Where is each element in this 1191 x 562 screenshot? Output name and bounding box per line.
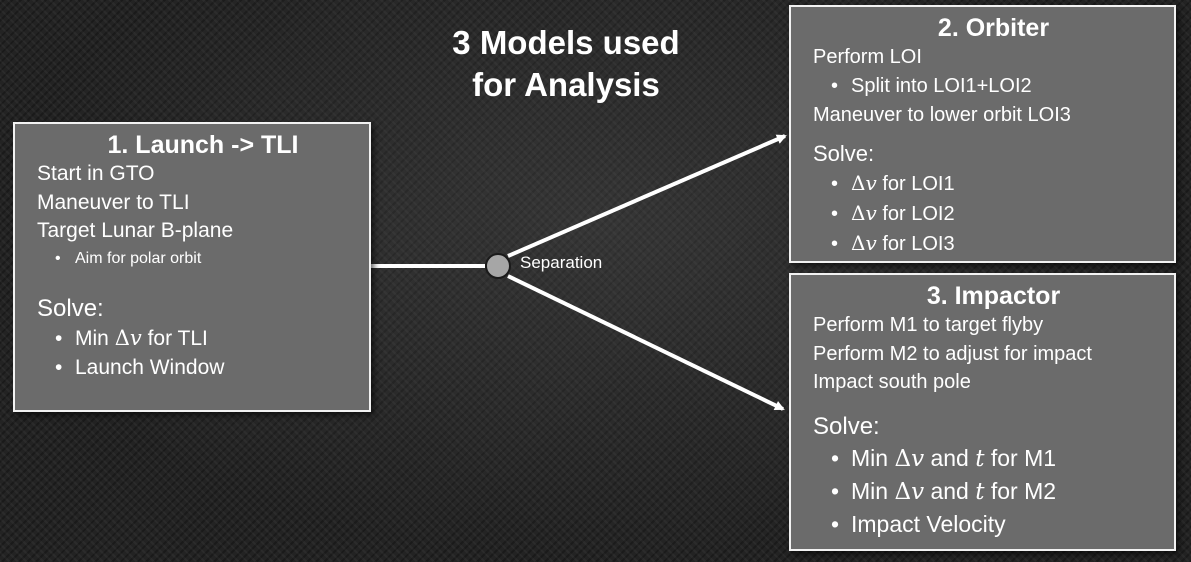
launch-tli-box: 1. Launch -> TLI Start in GTO Maneuver t… <box>13 122 371 412</box>
impactor-line-3: Impact south pole <box>813 371 971 393</box>
launch-solve-item-2: Launch Window <box>37 353 369 382</box>
title-line-1: 3 Models used <box>452 24 680 61</box>
orbiter-heading: 2. Orbiter <box>937 14 1050 42</box>
impactor-line-2: Perform M2 to adjust for impact <box>813 342 1092 365</box>
diagram-title: 3 Models used for Analysis <box>400 22 732 106</box>
impactor-heading: 3. Impactor <box>926 282 1061 310</box>
orbiter-arrow <box>507 134 787 258</box>
impactor-solve-item-2: Min Δv and t for M2 <box>813 475 1174 508</box>
orbiter-solve-label: Solve: <box>813 141 875 166</box>
orbiter-sub-bullet: Split into LOI1+LOI2 <box>813 72 1174 101</box>
orbiter-line-2: Maneuver to lower orbit LOI3 <box>813 104 1071 126</box>
launch-solve-label: Solve: <box>37 294 104 322</box>
impactor-solve-item-1: Min Δv and t for M1 <box>813 442 1174 475</box>
orbiter-solve-item-2: Δv for LOI2 <box>813 199 1174 229</box>
separation-node <box>485 253 511 279</box>
orbiter-line-1: Perform LOI <box>813 46 922 68</box>
impactor-line-1: Perform M1 to target flyby <box>813 314 1044 336</box>
orbiter-box: 2. Orbiter Perform LOI Split into LOI1+L… <box>789 5 1176 263</box>
impactor-solve-item-3: Impact Velocity <box>813 508 1174 540</box>
launch-solve-item-1: Min Δv for TLI <box>37 324 369 353</box>
orbiter-solve-item-1: Δv for LOI1 <box>813 169 1174 199</box>
impactor-arrow <box>507 274 785 411</box>
separation-label: Separation <box>520 253 603 272</box>
launch-line-1: Start in GTO <box>37 162 155 185</box>
orbiter-solve-item-3: Δv for LOI3 <box>813 229 1174 259</box>
impactor-box: 3. Impactor Perform M1 to target flyby P… <box>789 273 1176 551</box>
impactor-solve-label: Solve: <box>813 412 880 440</box>
launch-line-2: Maneuver to TLI <box>37 190 190 214</box>
launch-heading: 1. Launch -> TLI <box>107 131 299 159</box>
title-line-2: for Analysis <box>472 66 660 103</box>
launch-sub-bullet: Aim for polar orbit <box>37 246 369 272</box>
launch-line-3: Target Lunar B-plane <box>37 219 234 242</box>
